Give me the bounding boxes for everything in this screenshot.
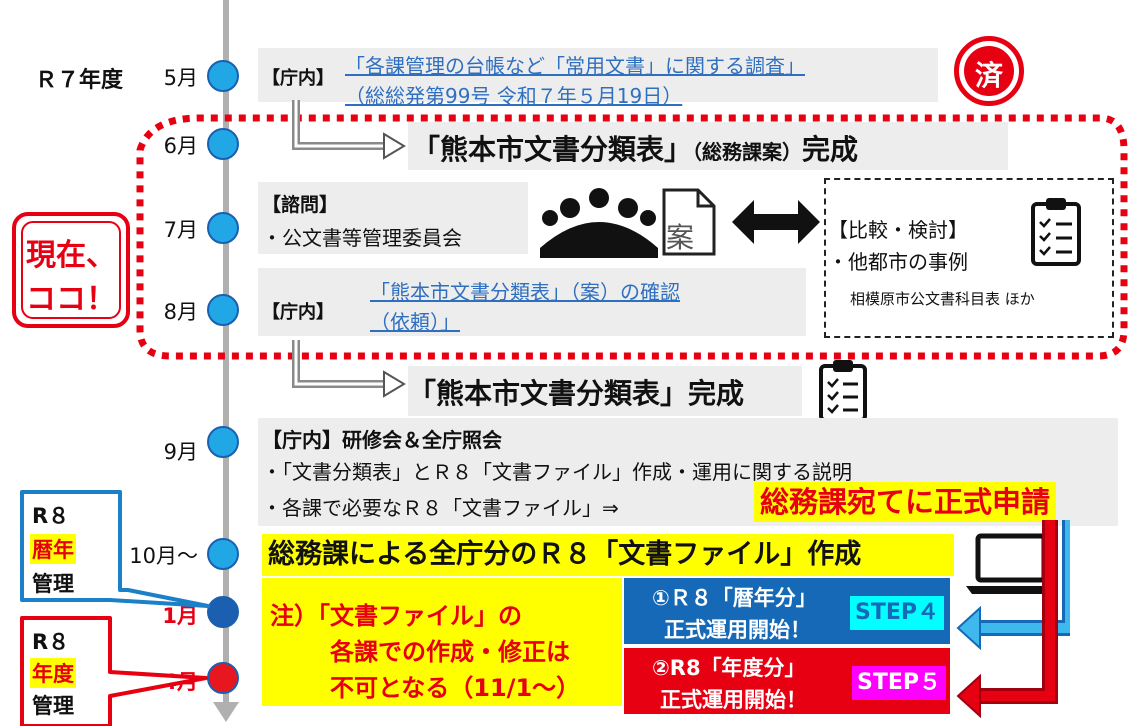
approved-stamp-label: 済	[974, 59, 1003, 92]
classification-check-request-link[interactable]: （依頼）」	[370, 310, 460, 334]
timeline-node-apr	[207, 662, 239, 694]
may-item-box	[258, 48, 938, 102]
sep-line1: 【庁内】研修会＆全庁照会	[262, 428, 502, 452]
double-arrow-icon	[732, 200, 820, 244]
note-line2: 各課での作成・修正は	[330, 638, 570, 666]
timeline-arrowhead	[213, 702, 239, 722]
note-line3: 不可となる（11/1～）	[330, 674, 581, 702]
completion-clipboard-icon	[819, 360, 867, 422]
compare-box	[824, 178, 1114, 338]
fiscal-callout-line3: 管理	[32, 694, 74, 718]
june-title-main: 「熊本市文書分類表」	[412, 133, 693, 166]
connector-arrow-completion	[292, 340, 406, 398]
timeline-node-may	[207, 60, 239, 92]
calendar-callout-line1: R８	[32, 504, 70, 528]
fiscal-callout-line1: R８	[32, 630, 70, 654]
compare-body: ・他都市の事例	[828, 250, 968, 274]
timeline-node-oct	[207, 538, 239, 570]
compare-note: 相模原市公文書科目表 ほか	[850, 290, 1035, 308]
formal-application-highlight: 総務課宛てに正式申請	[754, 482, 1057, 522]
document-draft-label: 案	[666, 221, 695, 254]
calendar-callout-line3: 管理	[32, 572, 74, 596]
compare-title: 【比較・検討】	[828, 218, 968, 242]
june-title-paren: （総務課案）	[692, 140, 803, 164]
completion-title: 「熊本市文書分類表」完成	[408, 377, 745, 410]
timeline-node-sep	[207, 426, 239, 458]
fiscal-callout-shape	[20, 616, 208, 726]
month-sep: 9月	[163, 440, 198, 464]
month-jun: 6月	[163, 134, 198, 158]
flow-arrows	[956, 520, 1070, 719]
timeline-line	[223, 0, 229, 708]
aug-item-tag: 【庁内】	[262, 302, 334, 323]
timeline-node-aug	[207, 294, 239, 326]
document-draft-icon	[662, 188, 716, 256]
fiscal-callout-line2: 年度	[30, 658, 76, 688]
june-title: 「熊本市文書分類表」（総務課案）完成	[412, 128, 858, 168]
current-marker-line2: ココ！	[26, 282, 116, 317]
timeline-node-jun	[207, 128, 239, 160]
july-item-body: ・公文書等管理委員会	[262, 226, 462, 250]
july-item-box	[258, 182, 528, 254]
clipboard-checklist-icon	[1031, 198, 1081, 266]
month-aug: 8月	[163, 300, 198, 324]
may-item-tag: 【庁内】	[262, 68, 334, 89]
timeline-node-jul	[207, 212, 239, 244]
approved-stamp-icon: 済	[954, 36, 1024, 106]
step5-tag: STEP５	[852, 666, 946, 700]
step5-line1: ②R8「年度分」	[652, 656, 806, 680]
step4-tag: STEP４	[850, 596, 944, 630]
survey-link[interactable]: 「各課管理の台帳など「常用文書」に関する調査」	[345, 54, 805, 78]
june-item-box	[408, 122, 1008, 170]
step4-line2: 正式運用開始！	[664, 618, 811, 642]
june-title-end: 完成	[802, 133, 859, 166]
survey-reference-link[interactable]: （総総発第99号 令和７年５月19日）	[345, 84, 683, 108]
sep-line2: ・「文書分類表」とＲ８「文書ファイル」作成・運用に関する説明	[262, 460, 852, 484]
month-jul: 7月	[163, 218, 198, 242]
calendar-callout-shape	[20, 490, 210, 608]
step5-line2: 正式運用開始！	[660, 688, 807, 712]
note-box	[262, 578, 622, 706]
classification-check-link[interactable]: 「熊本市文書分類表」（案）の確認	[370, 280, 680, 304]
connector-arrow-june	[292, 100, 406, 160]
calendar-callout-line2: 暦年	[30, 534, 76, 564]
timeline-node-jan	[207, 596, 239, 628]
meeting-people-icon	[540, 188, 658, 258]
sep-line3: ・各課で必要なＲ８「文書ファイル」⇒	[262, 496, 619, 520]
month-jan: 1月	[162, 604, 198, 628]
step4-line1: ①Ｒ８「暦年分」	[652, 586, 817, 610]
laptop-icon	[966, 533, 1056, 594]
note-line1: 注）「文書ファイル」の	[270, 602, 522, 630]
completion-box	[408, 366, 802, 416]
month-may: 5月	[163, 66, 198, 90]
oct-item-title: 総務課による全庁分のＲ８「文書ファイル」作成	[262, 534, 954, 576]
july-item-tag: 【諮問】	[262, 194, 339, 216]
fiscal-year-label: Ｒ７年度	[35, 68, 124, 93]
aug-item-box	[258, 268, 806, 336]
current-marker-line1: 現在、	[26, 238, 116, 273]
current-position-marker: 現在、 ココ！	[12, 212, 130, 328]
month-oct: 10月～	[129, 544, 198, 568]
